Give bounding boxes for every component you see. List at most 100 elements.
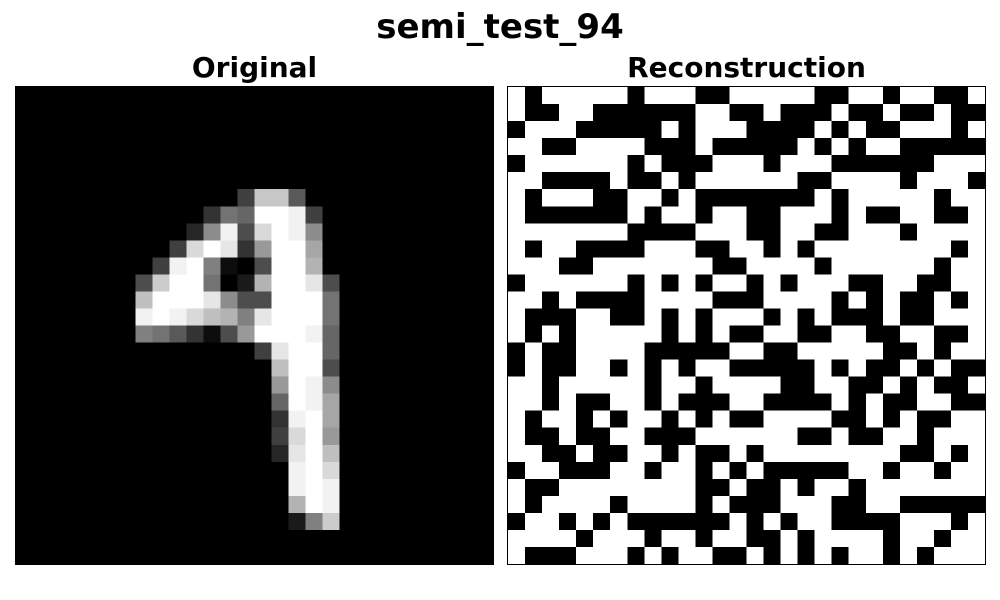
reconstruction-pixel: [678, 189, 696, 207]
reconstruction-pixel: [610, 138, 628, 156]
reconstruction-pixel: [763, 461, 781, 479]
reconstruction-pixel: [593, 257, 611, 275]
reconstruction-pixel: [508, 427, 526, 445]
original-pixel: [288, 206, 306, 224]
reconstruction-pixel: [644, 393, 662, 411]
reconstruction-pixel: [627, 342, 645, 360]
reconstruction-pixel: [746, 240, 764, 258]
reconstruction-pixel: [559, 240, 577, 258]
reconstruction-pixel: [661, 393, 679, 411]
reconstruction-pixel: [729, 206, 747, 224]
reconstruction-pixel: [865, 342, 883, 360]
reconstruction-pixel: [967, 189, 985, 207]
reconstruction-pixel: [916, 529, 934, 547]
reconstruction-pixel: [508, 189, 526, 207]
reconstruction-pixel: [780, 478, 798, 496]
reconstruction-pixel: [882, 257, 900, 275]
reconstruction-pixel: [899, 291, 917, 309]
reconstruction-pixel: [780, 274, 798, 292]
original-pixel: [271, 223, 289, 241]
reconstruction-pixel: [542, 512, 560, 530]
original-pixel: [305, 410, 323, 428]
reconstruction-pixel: [661, 529, 679, 547]
reconstruction-pixel: [780, 359, 798, 377]
reconstruction-pixel: [610, 478, 628, 496]
reconstruction-pixel: [933, 274, 951, 292]
reconstruction-pixel: [576, 104, 594, 122]
reconstruction-pixel: [848, 529, 866, 547]
reconstruction-pixel: [559, 87, 577, 105]
reconstruction-pixel: [593, 155, 611, 173]
reconstruction-pixel: [746, 546, 764, 564]
original-pixel: [288, 325, 306, 343]
reconstruction-pixel: [525, 206, 543, 224]
reconstruction-pixel: [678, 495, 696, 513]
reconstruction-pixel: [831, 461, 849, 479]
original-pixel: [135, 274, 153, 292]
reconstruction-pixel: [661, 104, 679, 122]
reconstruction-pixel: [661, 444, 679, 462]
reconstruction-pixel: [695, 478, 713, 496]
reconstruction-pixel: [933, 393, 951, 411]
reconstruction-pixel: [695, 410, 713, 428]
reconstruction-pixel: [899, 172, 917, 190]
reconstruction-pixel: [967, 121, 985, 139]
reconstruction-pixel: [950, 325, 968, 343]
reconstruction-pixel: [848, 325, 866, 343]
reconstruction-pixel: [661, 189, 679, 207]
reconstruction-pixel: [644, 478, 662, 496]
reconstruction-pixel: [593, 121, 611, 139]
reconstruction-pixel: [593, 342, 611, 360]
reconstruction-pixel: [848, 104, 866, 122]
reconstruction-pixel: [542, 546, 560, 564]
reconstruction-pixel: [593, 291, 611, 309]
original-pixel: [186, 257, 204, 275]
reconstruction-pixel: [967, 104, 985, 122]
reconstruction-pixel: [865, 444, 883, 462]
reconstruction-pixel: [593, 274, 611, 292]
reconstruction-pixel: [967, 393, 985, 411]
reconstruction-pixel: [882, 206, 900, 224]
reconstruction-pixel: [814, 87, 832, 105]
reconstruction-pixel: [848, 308, 866, 326]
reconstruction-pixel: [610, 206, 628, 224]
reconstruction-pixel: [525, 444, 543, 462]
reconstruction-pixel: [933, 359, 951, 377]
reconstruction-pixel: [542, 495, 560, 513]
reconstruction-pixel: [627, 393, 645, 411]
reconstruction-pixel: [695, 121, 713, 139]
reconstruction-pixel: [746, 257, 764, 275]
reconstruction-pixel: [797, 546, 815, 564]
reconstruction-pixel: [661, 206, 679, 224]
reconstruction-pixel: [508, 257, 526, 275]
reconstruction-pixel: [950, 308, 968, 326]
original-pixel: [237, 223, 255, 241]
original-pixel: [254, 308, 272, 326]
reconstruction-pixel: [576, 155, 594, 173]
original-pixel: [220, 206, 238, 224]
reconstruction-pixel: [780, 223, 798, 241]
original-pixel: [237, 308, 255, 326]
reconstruction-pixel: [559, 546, 577, 564]
original-pixel: [135, 325, 153, 343]
reconstruction-pixel: [780, 172, 798, 190]
original-pixel: [203, 257, 221, 275]
reconstruction-pixel: [576, 393, 594, 411]
reconstruction-pixel: [644, 257, 662, 275]
reconstruction-pixel: [695, 274, 713, 292]
original-pixel: [220, 291, 238, 309]
reconstruction-pixel: [814, 240, 832, 258]
reconstruction-pixel: [865, 325, 883, 343]
reconstruction-pixel: [627, 410, 645, 428]
reconstruction-pixel: [559, 274, 577, 292]
reconstruction-pixel: [882, 529, 900, 547]
reconstruction-pixel: [559, 512, 577, 530]
reconstruction-pixel: [950, 206, 968, 224]
reconstruction-pixel: [763, 274, 781, 292]
reconstruction-pixel: [746, 104, 764, 122]
reconstruction-pixel: [678, 393, 696, 411]
reconstruction-pixel: [712, 189, 730, 207]
reconstruction-pixel: [508, 155, 526, 173]
reconstruction-pixel: [525, 376, 543, 394]
reconstruction-pixel: [610, 223, 628, 241]
